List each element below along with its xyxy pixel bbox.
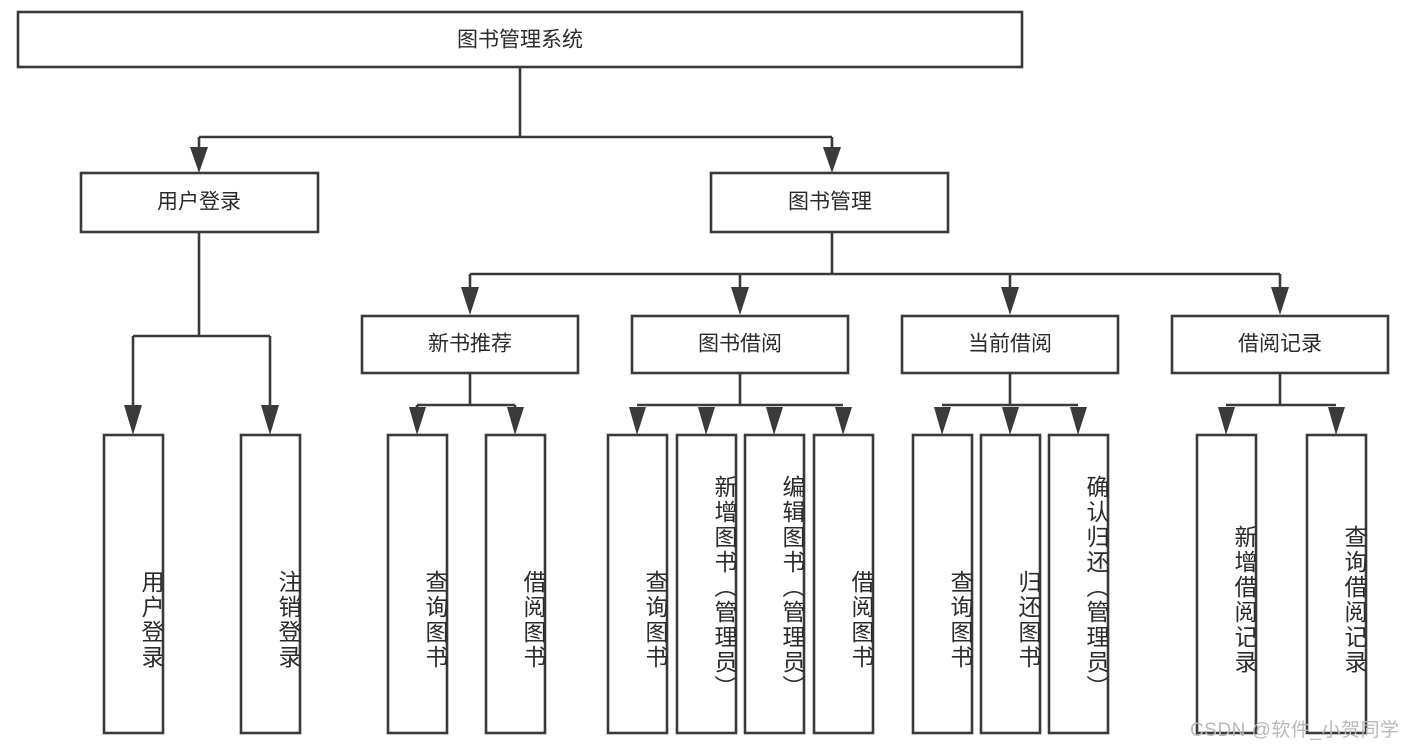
- leaf-box-confirm-return-admin[interactable]: [1047, 433, 1110, 735]
- leaf-box-query-book-1[interactable]: [386, 433, 449, 735]
- leaf-box-borrow-book-2[interactable]: [812, 433, 875, 735]
- leaf-box-add-book-admin[interactable]: [675, 433, 738, 735]
- arrow-head-leaf: [124, 405, 142, 435]
- arrow-head-leaf: [1002, 407, 1019, 435]
- connector-borrow-record-to-leaves: [1218, 373, 1345, 435]
- arrow-head-leaf: [629, 407, 646, 435]
- leaf-box-logout[interactable]: [239, 433, 302, 735]
- leaf-box-query-book-3[interactable]: [911, 433, 974, 735]
- node-book-borrow[interactable]: 图书借阅: [630, 314, 850, 375]
- arrow-head-leaf: [507, 407, 524, 435]
- connector-book-borrow-to-leaves: [629, 373, 852, 435]
- arrow-head-leaf: [766, 407, 783, 435]
- node-label-new-book-recommend: 新书推荐: [428, 333, 512, 356]
- node-root-book-management-system[interactable]: 图书管理系统: [16, 10, 1024, 69]
- arrow-head-leaf: [835, 407, 852, 435]
- node-label-user-login: 用户登录: [157, 191, 241, 214]
- node-current-borrow[interactable]: 当前借阅: [900, 314, 1120, 375]
- node-label-current-borrow: 当前借阅: [968, 333, 1052, 356]
- arrow-head-new-book: [461, 287, 479, 315]
- connector-root-to-level2: [190, 67, 841, 173]
- node-user-login[interactable]: 用户登录: [79, 171, 320, 234]
- watermark-text: CSDN @软件_小贺同学: [1190, 720, 1400, 741]
- connector-current-borrow-to-leaves: [934, 373, 1087, 435]
- arrow-head-leaf: [1070, 407, 1087, 435]
- leaf-box-query-borrow-record[interactable]: [1305, 433, 1368, 735]
- node-label-borrow-record: 借阅记录: [1238, 333, 1322, 356]
- arrow-head-leaf: [1328, 407, 1345, 435]
- leaf-box-query-book-2[interactable]: [606, 433, 669, 735]
- arrow-head-leaf: [934, 407, 951, 435]
- arrow-head-book-manage: [823, 147, 841, 173]
- arrow-head-book-borrow: [731, 287, 749, 315]
- leaf-box-edit-book-admin[interactable]: [743, 433, 806, 735]
- arrow-head-leaf: [409, 407, 426, 435]
- node-label-book-borrow: 图书借阅: [698, 333, 782, 356]
- connector-user-login-to-leaves: [124, 232, 279, 435]
- node-new-book-recommend[interactable]: 新书推荐: [360, 314, 580, 375]
- arrow-head-leaf: [1218, 407, 1235, 435]
- leaf-box-borrow-book-1[interactable]: [484, 433, 547, 735]
- node-borrow-record[interactable]: 借阅记录: [1170, 314, 1390, 375]
- node-label-book-management: 图书管理: [788, 191, 872, 214]
- node-label-root: 图书管理系统: [457, 29, 583, 52]
- arrow-head-leaf: [698, 407, 715, 435]
- node-book-management[interactable]: 图书管理: [709, 171, 950, 234]
- arrow-head-leaf: [261, 405, 279, 435]
- leaf-box-add-borrow-record[interactable]: [1195, 433, 1258, 735]
- leaf-box-return-book[interactable]: [979, 433, 1042, 735]
- arrow-head-user-login: [190, 147, 208, 173]
- arrow-head-borrow-record: [1271, 287, 1289, 315]
- connector-book-manage-to-level3: [461, 232, 1289, 315]
- connector-new-book-to-leaves: [409, 373, 524, 435]
- arrow-head-current-borrow: [1001, 287, 1019, 315]
- leaf-box-user-login[interactable]: [102, 433, 165, 735]
